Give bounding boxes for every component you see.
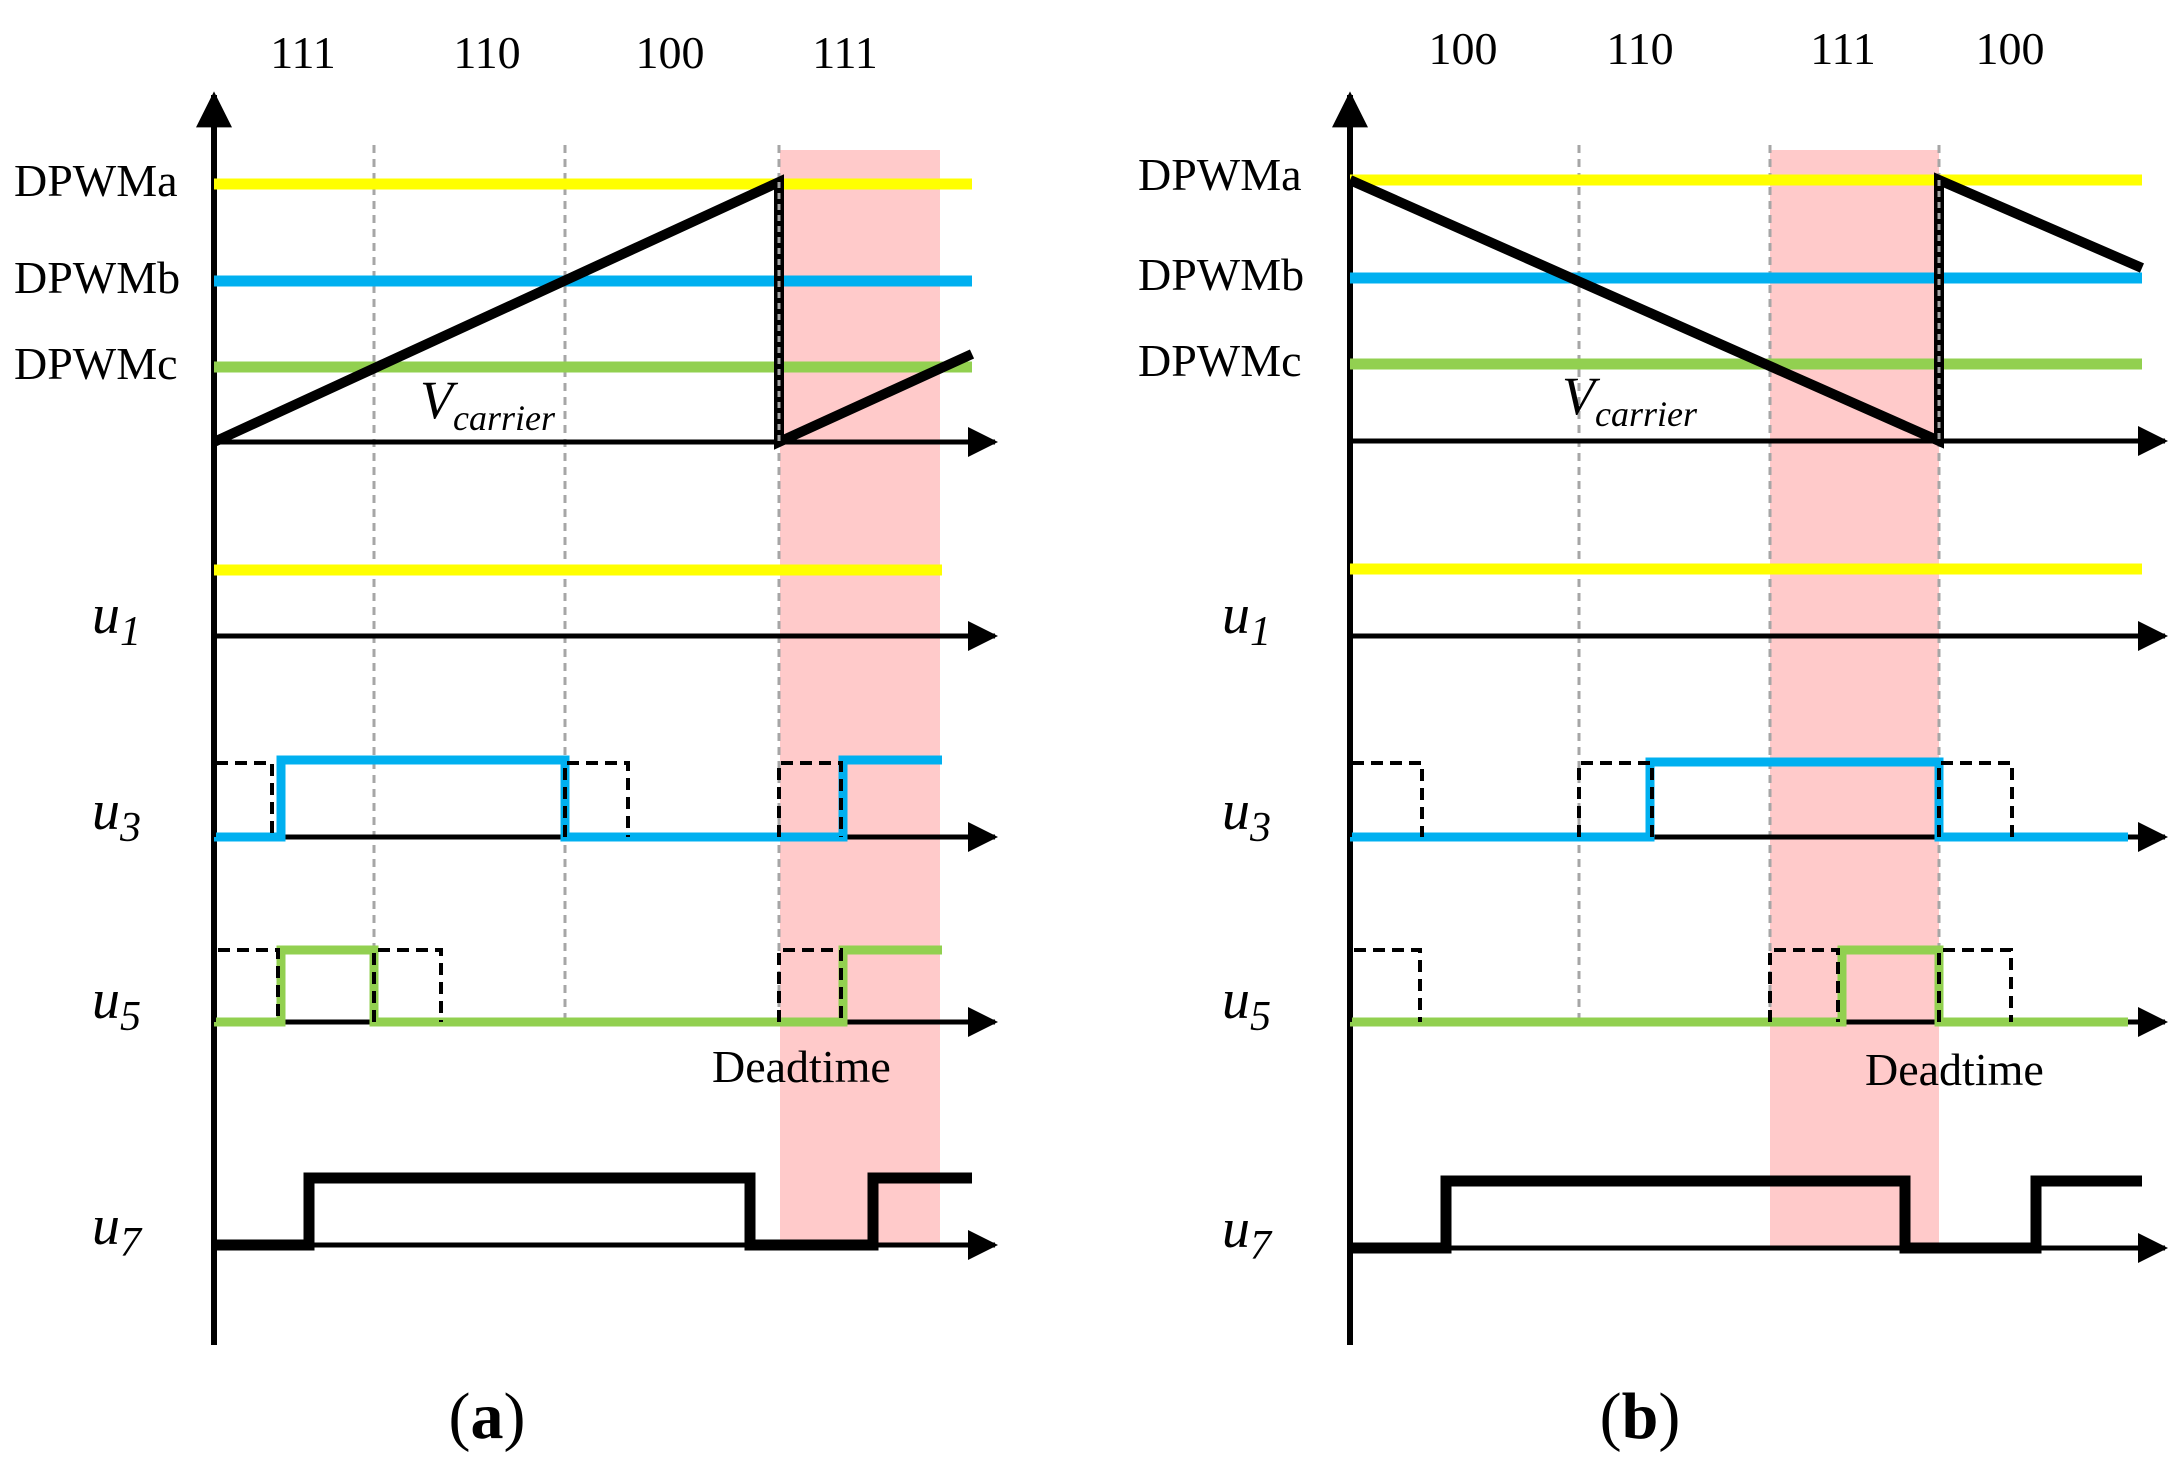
state-label-b-3: 111 [1810,23,1876,74]
carrier-wave-a [211,174,975,450]
u7-label-a: u7 [92,1195,143,1266]
state-label-b-4: 100 [1976,23,2045,74]
u5-dashed-a [212,948,843,1022]
dpwmb-label-b: DPWMb [1138,249,1304,300]
carrier-wave-b [1347,172,2144,449]
state-label-a-1: 111 [270,27,336,78]
deadtime-region-a [780,150,940,1243]
u7-signal-b [1350,1175,2142,1254]
dpwma-label-b: DPWMa [1138,149,1302,200]
state-label-a-2: 110 [453,27,520,78]
u5-signal-b [1350,945,2128,1027]
u3-label-a: u3 [92,780,141,851]
state-label-b-2: 110 [1606,23,1673,74]
carrier-label-a: Vcarrier [420,370,556,438]
u7-signal-a [214,1172,972,1251]
caption-a: (a) [449,1380,526,1453]
u3-dashed-b [1348,761,2014,837]
deadtime-label-a: Deadtime [712,1041,891,1092]
u3-label-b: u3 [1222,780,1271,851]
state-label-a-3: 100 [636,27,705,78]
dpwmc-label-a: DPWMc [14,338,178,389]
deadtime-label-b: Deadtime [1865,1044,2044,1095]
caption-b: (b) [1600,1380,1681,1453]
panel-b: 100 110 111 100 [1138,23,2168,1453]
u5-dashed-b [1348,948,2013,1022]
dpwmc-label-b: DPWMc [1138,335,1302,386]
dpwma-label-a: DPWMa [14,155,178,206]
state-label-b-1: 100 [1429,23,1498,74]
u7-label-b: u7 [1222,1198,1273,1269]
state-label-a-4: 111 [812,27,878,78]
u5-label-b: u5 [1222,969,1271,1040]
u5-label-a: u5 [92,969,141,1040]
dpwmb-label-a: DPWMb [14,252,180,303]
panel-a: 111 110 100 111 [14,27,998,1453]
deadtime-region-b [1770,150,1939,1247]
u1-label-b: u1 [1222,584,1271,655]
carrier-label-b: Vcarrier [1562,366,1698,434]
u1-label-a: u1 [92,584,141,655]
u3-signal-b [1350,757,2128,842]
u3-dashed-a [212,761,843,837]
